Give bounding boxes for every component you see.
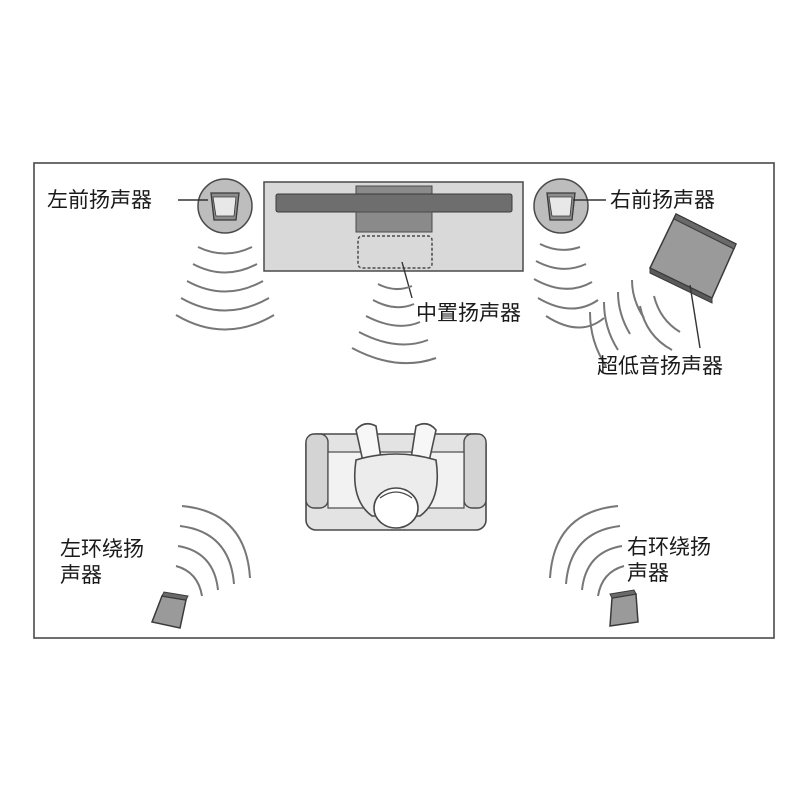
- leader-center: [401, 261, 413, 299]
- surround-right-speaker-icon: [609, 589, 639, 627]
- center-speaker-label: 中置扬声器: [416, 301, 521, 325]
- subwoofer-label: 超低音扬声器: [597, 354, 723, 378]
- surround-left-speaker-label: 左环绕扬 声器: [60, 536, 144, 588]
- tv-icon: [263, 181, 524, 272]
- front-left-speaker-icon: [197, 178, 253, 234]
- surround-right-label-line1: 右环绕扬: [627, 535, 711, 559]
- surround-right-speaker-label: 右环绕扬 声器: [627, 534, 711, 586]
- surround-left-speaker-icon: [150, 591, 189, 629]
- soundbar: [275, 193, 513, 213]
- front-right-speaker-icon: [533, 178, 589, 234]
- sound-wave-icon: [589, 279, 681, 367]
- sofa-arm-left: [305, 433, 329, 509]
- subwoofer-icon: [648, 212, 737, 304]
- center-speaker-position: [357, 235, 433, 269]
- sound-wave-icon: [175, 246, 275, 331]
- surround-right-label-line2: 声器: [627, 561, 669, 585]
- sound-wave-icon: [533, 243, 605, 329]
- leader-subwoofer: [689, 284, 701, 349]
- surround-left-label-line1: 左环绕扬: [60, 537, 144, 561]
- tv-stand-top: [355, 185, 433, 195]
- surround-left-label-line2: 声器: [60, 563, 102, 587]
- tv-stand-neck: [355, 211, 433, 233]
- sofa-arm-right: [463, 433, 487, 509]
- front-left-speaker-label: 左前扬声器: [47, 188, 152, 212]
- sound-wave-icon: [549, 505, 625, 597]
- front-right-speaker-label: 右前扬声器: [610, 188, 715, 212]
- listener-icon: [353, 422, 439, 529]
- sound-wave-icon: [175, 505, 251, 597]
- sound-wave-icon: [351, 283, 437, 365]
